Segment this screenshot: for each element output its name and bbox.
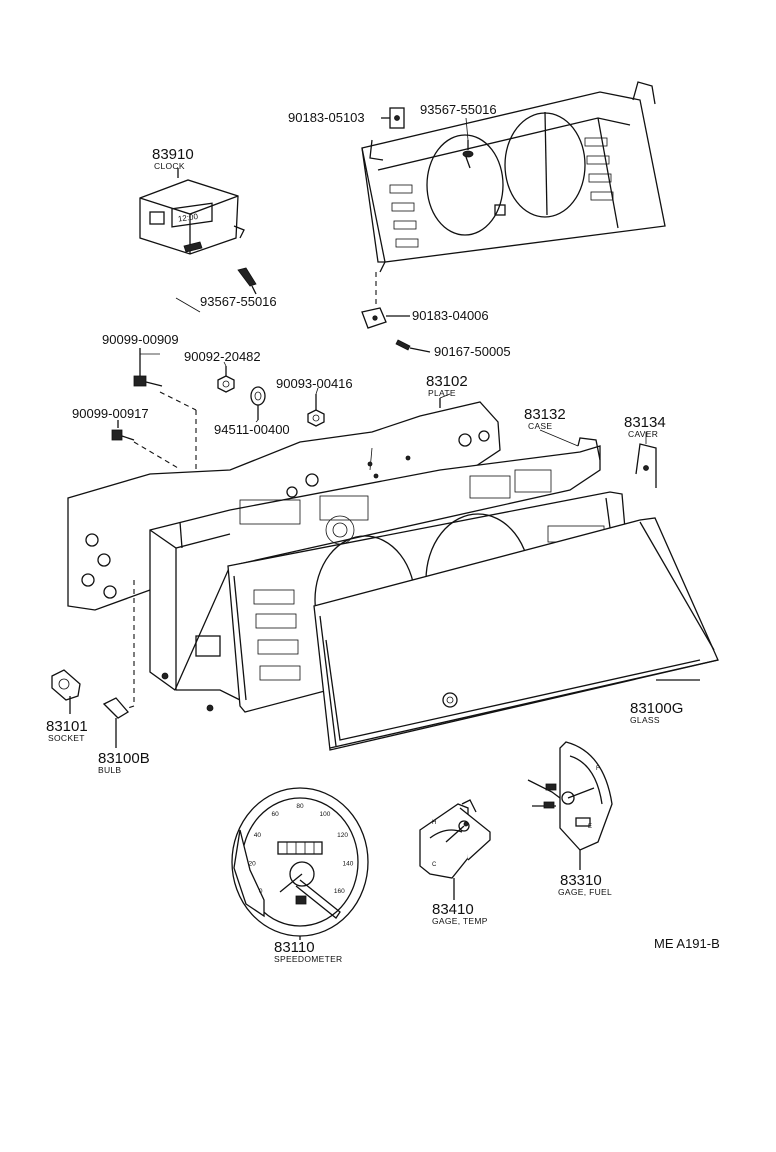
label-93567-55016: 93567-55016: [200, 294, 277, 309]
speedo-tick-140: 140: [342, 861, 353, 868]
label-90093-00416: 90093-00416: [276, 376, 353, 391]
label-plate: PLATE: [428, 388, 456, 398]
label-caver: CAVER: [628, 429, 658, 439]
case-83132: [149, 437, 601, 712]
speedometer-83110: 0 20 40 60 80 100 120 140 160: [231, 787, 369, 940]
nut-90092-20482: [217, 366, 235, 393]
label-gage-temp: GAGE, TEMP: [432, 916, 488, 926]
label-94511-00400: 94511-00400: [214, 422, 290, 437]
label-83102: 83102: [426, 373, 468, 390]
speedo-tick-40: 40: [254, 832, 262, 839]
callout-labels: 90183-05103 93567-55016 83910 CLOCK 9356…: [46, 102, 720, 964]
label-case: CASE: [528, 421, 552, 431]
label-83100G: 83100G: [630, 700, 683, 717]
temp-mark-hot: H: [432, 820, 436, 826]
label-83910: 83910: [152, 146, 194, 163]
fuel-mark-empty: E: [588, 824, 592, 830]
label-83134: 83134: [624, 414, 666, 431]
label-speedometer: SPEEDOMETER: [274, 954, 342, 964]
label-socket: SOCKET: [48, 733, 85, 743]
screw-90099-00909: [133, 348, 163, 387]
diagram-code: ME A191-B: [654, 936, 720, 951]
speedo-tick-0: 0: [259, 888, 263, 895]
label-90183-04006: 90183-04006: [412, 308, 489, 323]
speedo-tick-80: 80: [296, 803, 304, 810]
bulb-83100B: [102, 697, 129, 748]
label-clock: CLOCK: [154, 161, 185, 171]
speedo-tick-120: 120: [337, 832, 348, 839]
washer-94511-00400: [250, 386, 266, 420]
label-90183-05103: 90183-05103: [288, 110, 365, 125]
label-90167-50005: 90167-50005: [434, 344, 511, 359]
clock-83910: 12:00: [139, 168, 245, 255]
label-83100B: 83100B: [98, 750, 150, 767]
label-glass: GLASS: [630, 715, 660, 725]
clip-90183-05103: [381, 107, 405, 129]
speedo-tick-labels: 0 20 40 60 80 100 120 140 160: [248, 803, 353, 895]
label-bulb: BULB: [98, 765, 121, 775]
glass-83100G: [313, 517, 719, 751]
label-90099-00917: 90099-00917: [72, 406, 149, 421]
speedo-tick-160: 160: [334, 888, 345, 895]
label-90092-20482: 90092-20482: [184, 349, 261, 364]
hood-cover: [361, 81, 666, 273]
svg-text:12:00: 12:00: [177, 212, 199, 224]
screw-93567-55016: [237, 267, 257, 295]
temp-mark-cold: C: [432, 862, 437, 868]
gage-temp-83410: H C: [419, 799, 491, 900]
screw-93567-55016-top: [462, 140, 474, 169]
nut-90093-00416: [307, 394, 325, 427]
label-83310: 83310: [560, 872, 602, 889]
gage-fuel-83310: F E: [527, 741, 613, 870]
speedo-tick-100: 100: [319, 811, 330, 818]
label-83110: 83110: [274, 939, 315, 956]
label-93567-55016-top: 93567-55016: [420, 102, 497, 117]
leader-lines: [140, 117, 647, 447]
label-83101: 83101: [46, 718, 88, 735]
screw-90167-50005: [395, 339, 431, 353]
label-83132: 83132: [524, 406, 566, 423]
speedo-tick-20: 20: [248, 861, 256, 868]
speedo-tick-60: 60: [271, 811, 279, 818]
fuel-mark-full: F: [596, 766, 600, 772]
label-90099-00909: 90099-00909: [102, 332, 179, 347]
label-gage-fuel: GAGE, FUEL: [558, 887, 612, 897]
clip-90183-04006: [361, 307, 410, 329]
screw-90099-00917: [111, 420, 135, 441]
socket-83101: [51, 669, 81, 714]
label-83410: 83410: [432, 901, 474, 918]
